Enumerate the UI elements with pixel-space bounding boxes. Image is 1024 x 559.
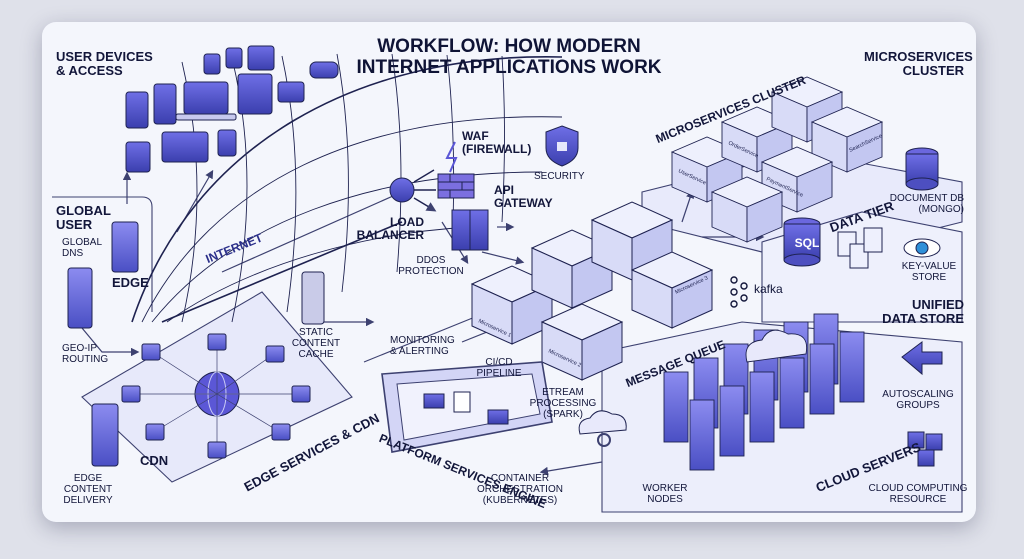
key-value-label: KEY-VALUE STORE xyxy=(901,261,957,283)
api-gateway-icon xyxy=(451,209,489,251)
edge-delivery-label: EDGE CONTENT DELIVERY xyxy=(63,473,113,506)
cdn-network-icon xyxy=(121,333,311,459)
waf-label: WAF (FIREWALL) xyxy=(462,129,532,156)
cloud-servers-icon xyxy=(663,313,865,471)
stream-cloud-icon xyxy=(578,410,627,447)
global-user-zone xyxy=(52,196,153,312)
load-balancer-label: LOAD BALANCER xyxy=(356,215,424,242)
ddos-label: DDOS PROTECTION xyxy=(398,255,464,277)
autoscaling-icon xyxy=(901,341,943,376)
security-label: SECURITY xyxy=(534,171,585,182)
cloud-resource-label: CLOUD COMPUTING RESOURCE xyxy=(868,483,968,505)
cloud-resource-icon xyxy=(907,431,943,467)
kafka-label: kafka xyxy=(754,282,783,296)
worker-nodes-label: WORKER NODES xyxy=(642,483,688,505)
microservice-cubes xyxy=(470,201,714,381)
page-title: WORKFLOW: HOW MODERN INTERNET APPLICATIO… xyxy=(356,36,662,79)
diagram-art: Microservice 1 Microservice 2 Microservi… xyxy=(52,45,963,513)
global-user-label: GLOBAL USER xyxy=(56,203,111,233)
cicd-label: CI/CD PIPELINE xyxy=(476,357,522,379)
diagram-canvas: Microservice 1 Microservice 2 Microservi… xyxy=(42,22,976,522)
cluster-cubes xyxy=(670,76,884,243)
security-shield-icon xyxy=(545,125,579,167)
unified-data-store-label: UNIFIED DATA STORE xyxy=(882,297,964,327)
document-db-label: DOCUMENT DB (MONGO) xyxy=(889,193,964,215)
server-rack-icon xyxy=(67,221,325,467)
microservices-cluster-label: MICROSERVICES CLUSTER xyxy=(864,49,973,79)
platform-engine-icon xyxy=(381,361,553,453)
sql-label: SQL xyxy=(795,236,820,250)
container-label: CONTAINER ORCHESTRATION (KUBERNETES) xyxy=(477,473,563,506)
monitoring-label: MONITORING & ALERTING xyxy=(390,335,455,357)
user-devices-icon xyxy=(125,45,339,173)
autoscaling-label: AUTOSCALING GROUPS xyxy=(882,389,954,411)
geo-ip-label: GEO-IP ROUTING xyxy=(62,343,109,365)
cdn-label: CDN xyxy=(140,453,169,468)
edge-label: EDGE xyxy=(112,275,149,290)
static-cache-label: STATIC CONTENT CACHE xyxy=(291,327,341,360)
database-icon xyxy=(783,147,941,269)
load-balancer-icon xyxy=(389,169,436,210)
firewall-icon xyxy=(437,141,475,199)
api-gateway-label: API GATEWAY xyxy=(494,183,553,210)
global-dns-label: GLOBAL DNS xyxy=(62,237,103,259)
stream-label: ETREAM PROCESSING (SPARK) xyxy=(529,387,597,420)
kafka-logo-icon xyxy=(730,276,748,308)
user-devices-label: USER DEVICES & ACCESS xyxy=(56,49,153,79)
